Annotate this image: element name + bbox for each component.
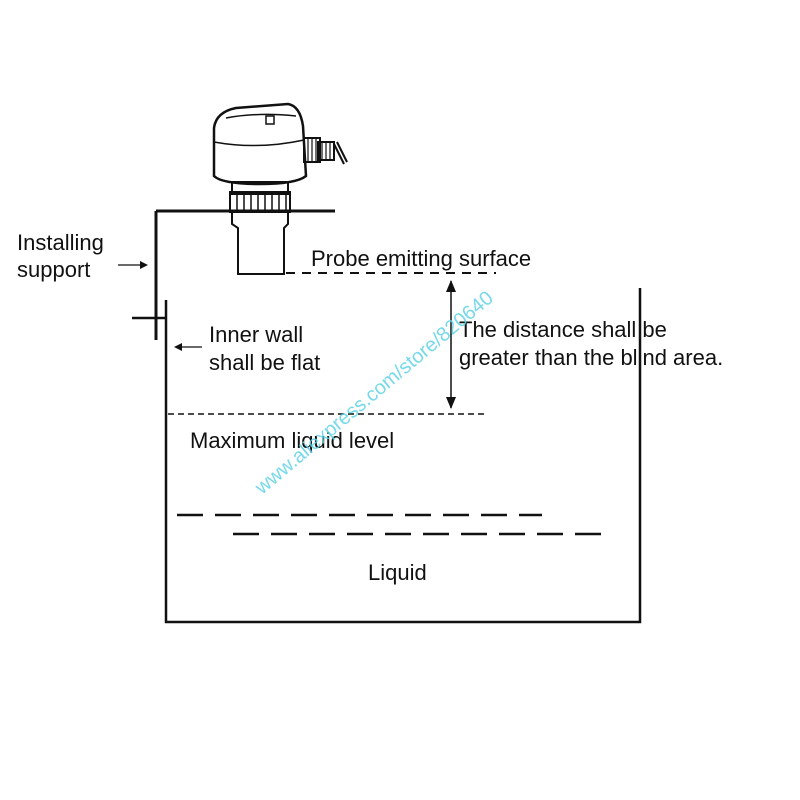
installing-support-label-line2: support bbox=[17, 257, 90, 282]
inner-wall-label-line1: Inner wall bbox=[209, 322, 303, 347]
sensor-head-seam bbox=[213, 139, 305, 147]
sensor-probe-body bbox=[231, 211, 289, 275]
tank-walls bbox=[164, 288, 642, 624]
maximum-liquid-level-label: Maximum liquid level bbox=[190, 428, 394, 453]
installing-support-bracket bbox=[132, 209, 335, 340]
arrow-head-down bbox=[446, 397, 456, 409]
liquid-label: Liquid bbox=[368, 560, 427, 585]
tank bbox=[164, 288, 642, 624]
store-watermark: www.aliexpress.com/store/820640 bbox=[250, 287, 497, 500]
distance-note-line2: greater than the blind area. bbox=[459, 345, 723, 370]
blind-area-distance-arrow bbox=[446, 280, 456, 409]
installing-support-label-line1: Installing bbox=[17, 230, 104, 255]
level-sensor bbox=[212, 102, 348, 275]
sensor-neck bbox=[231, 181, 289, 195]
probe-emitting-surface-label: Probe emitting surface bbox=[311, 246, 531, 271]
arrow-head-up bbox=[446, 280, 456, 292]
inner-wall-label-line2: shall be flat bbox=[209, 350, 320, 375]
distance-note-line1: The distance shall be bbox=[459, 317, 667, 342]
sensor-lid-edge bbox=[225, 113, 297, 119]
cable-gland bbox=[303, 137, 348, 165]
installing-support-pointer bbox=[118, 261, 148, 269]
inner-wall-pointer bbox=[174, 343, 202, 351]
sensor-screw bbox=[265, 115, 275, 125]
